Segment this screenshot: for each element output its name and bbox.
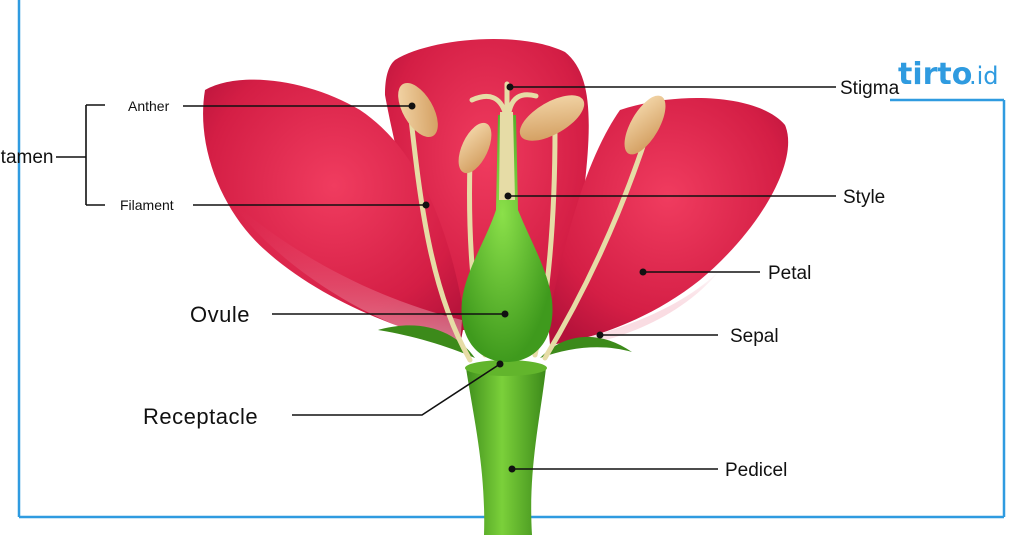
label-filament: Filament bbox=[120, 197, 174, 213]
pedicel-stalk bbox=[465, 360, 547, 535]
label-petal: Petal bbox=[768, 263, 811, 284]
label-ovule: Ovule bbox=[190, 302, 250, 327]
tirto-logo: tirto .id bbox=[898, 57, 999, 92]
stamen-anthers bbox=[398, 82, 666, 174]
label-sepal: Sepal bbox=[730, 326, 779, 347]
label-anther: Anther bbox=[128, 98, 170, 114]
label-pedicel: Pedicel bbox=[725, 460, 787, 481]
svg-text:.id: .id bbox=[969, 62, 999, 90]
leader-dots bbox=[408, 83, 647, 473]
label-receptacle: Receptacle bbox=[143, 404, 258, 429]
svg-text:tirto: tirto bbox=[898, 57, 972, 92]
label-stigma: Stigma bbox=[840, 78, 900, 99]
label-stamen: Stamen bbox=[0, 147, 53, 168]
pistil bbox=[461, 81, 553, 362]
label-style: Style bbox=[843, 187, 885, 208]
flower-sepals bbox=[378, 325, 632, 358]
leader-lines bbox=[56, 86, 836, 470]
